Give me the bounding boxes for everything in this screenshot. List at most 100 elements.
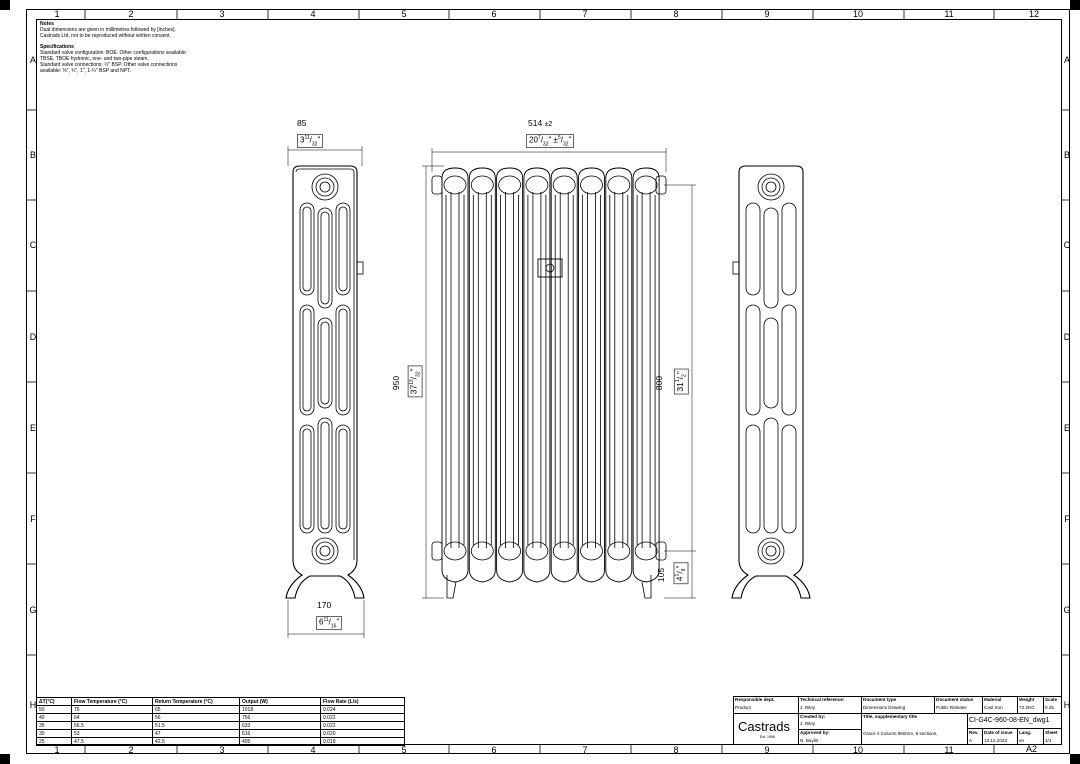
drawing-frame-outer: [26, 9, 1070, 754]
date-value: 13.12.2023: [984, 738, 1007, 743]
table-cell: 0.024: [320, 705, 405, 714]
frac-num: 1: [675, 379, 682, 383]
zone-row-label: C: [1063, 240, 1071, 250]
side-view-right: [731, 165, 811, 599]
table-cell: 56.5: [71, 721, 153, 730]
col-flow-rate: Flow Rate (L/s): [320, 697, 405, 706]
frac-den: 32: [562, 141, 569, 148]
table-cell: 56: [152, 713, 240, 722]
zone-row-label: F: [1064, 514, 1070, 524]
zone-row-label: A: [1063, 55, 1070, 65]
table-cell: 65: [152, 705, 240, 714]
registration-mark: [0, 0, 10, 10]
responsible-value: Product: [735, 705, 751, 710]
registration-mark: [0, 754, 10, 764]
drawing-frame-inner: [36, 19, 1062, 745]
zone-row-label: D: [29, 332, 37, 342]
col-delta-t: ΔT(°C): [36, 697, 72, 706]
zone-column-label: 4: [310, 9, 316, 19]
spec-line: available: ⅜", ¾", 1", 1-¼" BSP and NPT.: [40, 68, 131, 74]
zone-column-label: 4: [310, 745, 316, 755]
table-cell: 0.019: [320, 737, 405, 746]
table-cell: 30: [36, 729, 72, 738]
doc-type-value: Dimensions Drawing: [863, 705, 906, 710]
col-output: Output (W): [239, 697, 321, 706]
heat-output-table: ΔT(°C) Flow Temperature (°C) Return Temp…: [36, 697, 405, 746]
zone-column-label: 2: [128, 9, 134, 19]
frac-num: 7: [537, 135, 541, 141]
weight-value: 73.2KG: [1019, 705, 1035, 710]
table-cell: 42.5: [152, 737, 240, 746]
centre-dimension-mm: 800: [654, 375, 665, 391]
doc-status-label: Document status: [936, 697, 974, 702]
table-cell: 25: [36, 737, 72, 746]
zone-row-label: B: [1063, 150, 1070, 160]
approved-label: Approved by:: [800, 730, 830, 735]
zone-column-label: 8: [673, 9, 679, 19]
zone-row-label: G: [1063, 605, 1071, 615]
table-cell: 51.5: [152, 721, 240, 730]
material-value: Cast Iron: [984, 705, 1003, 710]
frac-den: 2: [681, 374, 688, 377]
col-flow-temp: Flow Temperature (°C): [71, 697, 153, 706]
table-cell: 1018: [239, 705, 321, 714]
frac-whole: 3: [300, 135, 305, 145]
table-cell: 64: [71, 713, 153, 722]
registration-mark: [1070, 754, 1080, 764]
frac-num: 11: [304, 135, 310, 141]
castrads-logo: Castrads: [738, 719, 791, 734]
frac-den: 32: [415, 371, 422, 377]
lang-label: Lang.: [1019, 730, 1032, 735]
table-cell: 50: [36, 705, 72, 714]
frac-den: 16: [330, 623, 337, 630]
frac-whole: 20: [529, 135, 538, 145]
front-width-dimension-mm: 514 ±2: [528, 118, 552, 128]
side-bottom-dimension-in: 611/16": [316, 616, 343, 631]
specifications-heading: Specifications: [40, 44, 74, 50]
zone-row-label: D: [1063, 332, 1071, 342]
frac-den: 8: [681, 568, 688, 572]
table-cell: 756: [239, 713, 321, 722]
created-label: Created by:: [800, 714, 826, 719]
sheet-label: Sheet: [1045, 730, 1058, 735]
frac-den: 32: [542, 141, 549, 148]
zone-column-label: 1: [54, 745, 60, 755]
zone-row-label: H: [1063, 700, 1071, 710]
table-cell: 0.022: [320, 713, 405, 722]
col-return-temp: Return Temperature (°C): [152, 697, 240, 706]
table-cell: 405: [239, 737, 321, 746]
frac-whole: 4: [674, 576, 685, 582]
side-top-dimension-mm: 85: [297, 118, 307, 128]
zone-column-label: 1: [54, 9, 60, 19]
zone-row-label: C: [29, 240, 37, 250]
spec-line: TBSE, TBOE hydronic, one- and two-pipe s…: [40, 56, 149, 62]
zone-column-label: 8: [673, 745, 679, 755]
zone-column-label: 10: [853, 9, 864, 19]
doc-type-label: Document type: [863, 697, 897, 702]
zone-column-label: 3: [219, 9, 225, 19]
notes-line: Castrads Ltd, not to be reproduced witho…: [40, 33, 171, 39]
document-number: CI-G4C-960-08-EN_dwg1: [969, 717, 1050, 724]
frac-tol: ±: [553, 135, 558, 145]
foot-dimension-in: 41/8": [673, 562, 689, 585]
doc-status-value: Public Release: [936, 705, 967, 710]
zone-column-label: 11: [944, 745, 954, 755]
frac-num: 5: [557, 135, 561, 141]
frac-num: 13: [408, 379, 415, 385]
frac-whole: 6: [319, 617, 324, 627]
date-label: Date of issue: [984, 730, 1013, 735]
title-label: Title, supplementary title: [863, 714, 918, 719]
responsible-label: Responsible dept.: [735, 697, 775, 702]
table-cell: 516: [239, 729, 321, 738]
zone-row-label: A: [29, 55, 36, 65]
rev-value: A: [969, 738, 973, 743]
front-view: [431, 167, 667, 599]
zone-column-label: 5: [401, 9, 407, 19]
material-label: Material: [984, 697, 1002, 702]
width-mm: 514: [528, 118, 543, 128]
height-dimension-mm: 950: [391, 375, 402, 391]
